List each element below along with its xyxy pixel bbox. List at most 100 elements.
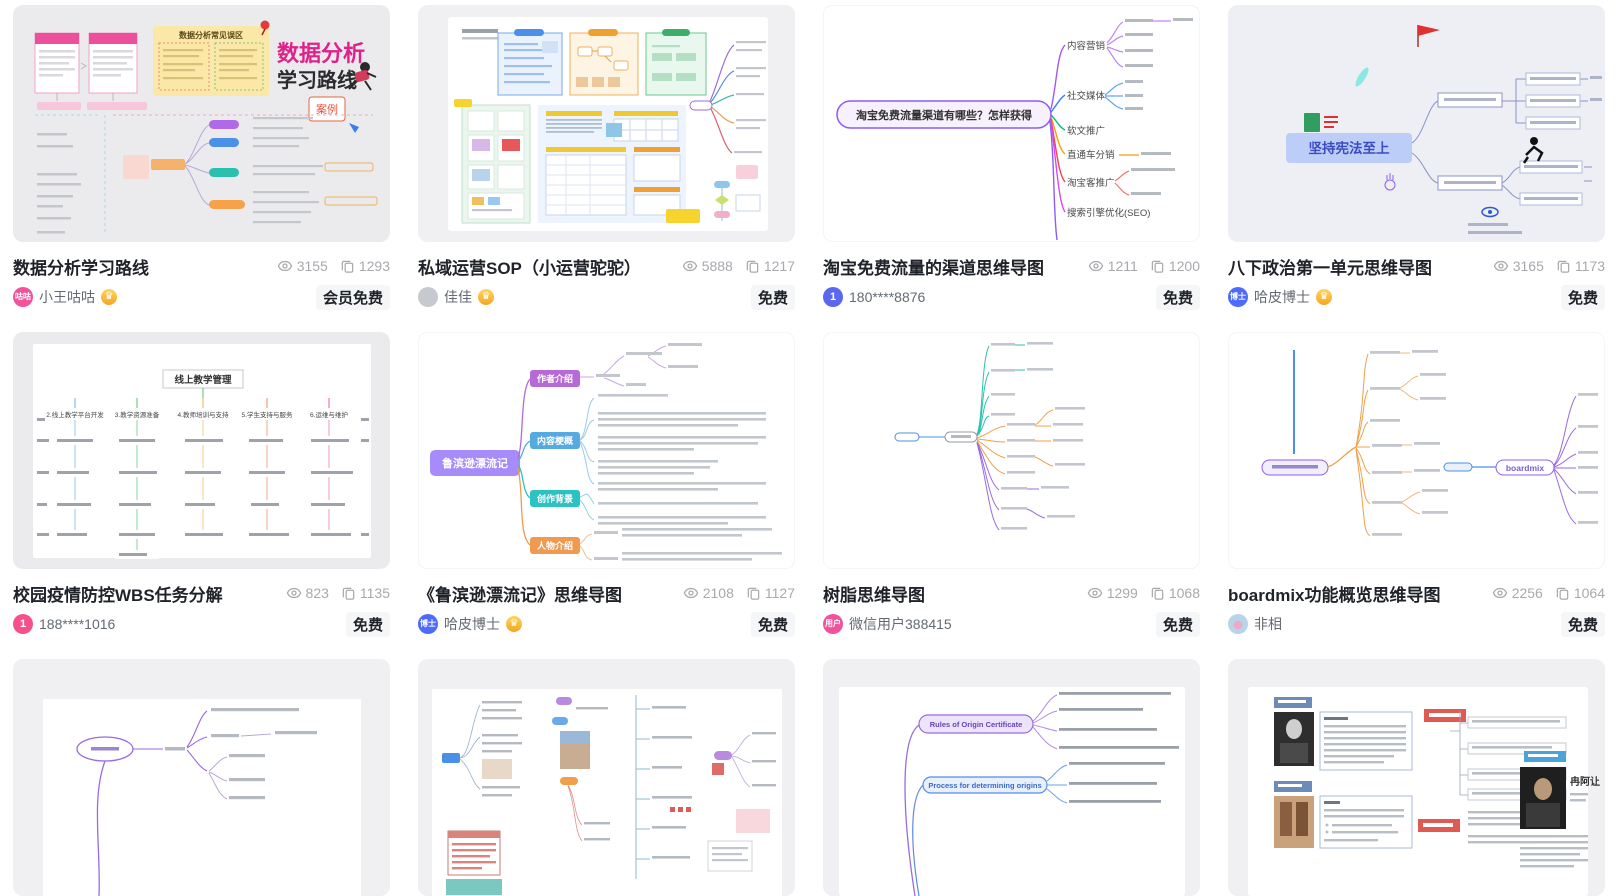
- avatar[interactable]: 咕咕: [13, 287, 33, 307]
- avatar[interactable]: [418, 287, 438, 307]
- template-card[interactable]: 私域运营SOP（小运营驼驼） 5888 1217 佳佳 ♛ 免费: [418, 5, 795, 310]
- template-card[interactable]: [418, 659, 795, 896]
- template-title[interactable]: 淘宝免费流量的渠道思维导图: [823, 258, 1044, 278]
- views-count: 823: [305, 585, 329, 601]
- views-icon: [682, 258, 698, 274]
- thumb-col: 2.线上教学平台开发: [46, 410, 104, 419]
- avatar-text: 博士: [1230, 292, 1246, 301]
- template-title[interactable]: 树脂思维导图: [823, 585, 925, 605]
- template-card[interactable]: 淘宝免费流量渠道有哪些？怎样获得 内容营销 社交媒体 软文推广 直通车分销 淘宝…: [823, 5, 1200, 310]
- views-count: 1211: [1107, 258, 1138, 274]
- views-count: 5888: [701, 258, 733, 274]
- uses-count: 1200: [1168, 258, 1200, 274]
- template-card[interactable]: Rules of Origin Certificate Process for …: [823, 659, 1200, 896]
- thumb-node: Process for determining origins: [928, 781, 1041, 790]
- avatar[interactable]: 用户: [823, 614, 843, 634]
- uses-count: 1217: [763, 258, 795, 274]
- template-card[interactable]: boardmix boardmix功能概览思维导图 2256 1064 非相 ♛…: [1228, 332, 1605, 637]
- thumb-branch: 直通车分销: [1067, 149, 1115, 161]
- author-name[interactable]: 188****1016: [39, 616, 116, 632]
- template-thumbnail[interactable]: 淘宝免费流量渠道有哪些？怎样获得 内容营销 社交媒体 软文推广 直通车分销 淘宝…: [823, 5, 1200, 242]
- template-title[interactable]: 私域运营SOP（小运营驼驼）: [418, 258, 641, 278]
- avatar[interactable]: 1: [823, 287, 843, 307]
- uses-count: 1127: [764, 585, 795, 601]
- thumb-root-topic: 线上教学管理: [174, 374, 232, 386]
- thumb-character-name: 冉阿让: [1570, 775, 1600, 788]
- author-name[interactable]: 非相: [1254, 616, 1282, 632]
- thumb-branch: 社交媒体: [1067, 90, 1106, 102]
- template-card[interactable]: 鲁滨逊漂流记 作者介绍 内容梗概 创作背景 人物介绍: [418, 332, 795, 637]
- author-name[interactable]: 哈皮博士: [444, 616, 500, 632]
- avatar[interactable]: 博士: [418, 614, 438, 634]
- price-badge: 免费: [345, 611, 390, 637]
- uses-icon: [341, 586, 356, 601]
- template-thumbnail[interactable]: 坚持宪法至上: [1228, 5, 1605, 242]
- template-thumbnail[interactable]: [13, 659, 390, 896]
- template-stats: 3165 1173: [1493, 258, 1605, 274]
- template-card[interactable]: 坚持宪法至上: [1228, 5, 1605, 310]
- template-title[interactable]: boardmix功能概览思维导图: [1228, 585, 1441, 605]
- thumbnail-art: [823, 332, 1200, 569]
- thumb-branch: 内容营销: [1067, 40, 1106, 52]
- avatar-text: 1: [19, 618, 27, 630]
- template-thumbnail[interactable]: 冉阿让: [1228, 659, 1605, 896]
- author-name[interactable]: 哈皮博士: [1254, 289, 1310, 305]
- template-thumbnail[interactable]: 鲁滨逊漂流记 作者介绍 内容梗概 创作背景 人物介绍: [418, 332, 795, 569]
- template-card[interactable]: 冉阿让: [1228, 659, 1605, 896]
- thumbnail-art: 坚持宪法至上: [1228, 5, 1605, 242]
- template-thumbnail[interactable]: [823, 332, 1200, 569]
- price-badge: 免费: [750, 284, 795, 310]
- author-name[interactable]: 180****8876: [849, 289, 926, 305]
- template-title[interactable]: 数据分析学习路线: [13, 258, 149, 278]
- thumb-branch: 人物介绍: [536, 540, 573, 551]
- uses-count: 1293: [358, 258, 390, 274]
- author-name[interactable]: 佳佳: [444, 289, 472, 305]
- uses-count: 1064: [1573, 585, 1605, 601]
- template-thumbnail[interactable]: Rules of Origin Certificate Process for …: [823, 659, 1200, 896]
- thumb-center-topic: 坚持宪法至上: [1309, 140, 1390, 156]
- views-icon: [286, 585, 302, 601]
- template-stats: 1299 1068: [1087, 585, 1200, 601]
- avatar[interactable]: 博士: [1228, 287, 1248, 307]
- template-stats: 823 1135: [286, 585, 390, 601]
- uses-icon: [1150, 586, 1165, 601]
- template-card[interactable]: 线上教学管理 2.线上教学平台开发 3.教学资源准备 4.教师培训与支持 5.学…: [13, 332, 390, 637]
- template-card[interactable]: 树脂思维导图 1299 1068 用户 微信用户388415 ♛ 免费: [823, 332, 1200, 637]
- template-stats: 1211 1200: [1088, 258, 1200, 274]
- template-thumbnail[interactable]: boardmix: [1228, 332, 1605, 569]
- template-thumbnail[interactable]: [418, 5, 795, 242]
- views-icon: [1088, 258, 1104, 274]
- template-title[interactable]: 校园疫情防控WBS任务分解: [13, 585, 223, 605]
- thumb-center-topic: 鲁滨逊漂流记: [442, 456, 508, 470]
- template-thumbnail[interactable]: [418, 659, 795, 896]
- price-badge: 免费: [1560, 284, 1605, 310]
- template-title[interactable]: 八下政治第一单元思维导图: [1228, 258, 1432, 278]
- author-name[interactable]: 小王咕咕: [39, 289, 95, 305]
- template-thumbnail[interactable]: 线上教学管理 2.线上教学平台开发 3.教学资源准备 4.教师培训与支持 5.学…: [13, 332, 390, 569]
- template-card[interactable]: [13, 659, 390, 896]
- thumb-branch: 内容梗概: [537, 435, 573, 446]
- template-title[interactable]: 《鲁滨逊漂流记》思维导图: [418, 585, 622, 605]
- author-name[interactable]: 微信用户388415: [849, 616, 952, 632]
- views-count: 1299: [1106, 585, 1138, 601]
- views-icon: [683, 585, 699, 601]
- template-thumbnail[interactable]: 数据分析常见误区 数据分析 学习路线 案例: [13, 5, 390, 242]
- template-stats: 5888 1217: [682, 258, 795, 274]
- avatar[interactable]: [1228, 614, 1248, 634]
- note-title: 数据分析常见误区: [179, 30, 243, 40]
- views-icon: [1087, 585, 1103, 601]
- avatar-text: 咕咕: [15, 292, 31, 301]
- avatar-text: 用户: [825, 619, 841, 628]
- avatar[interactable]: 1: [13, 614, 33, 634]
- template-card[interactable]: 数据分析常见误区 数据分析 学习路线 案例: [13, 5, 390, 310]
- uses-icon: [1150, 259, 1165, 274]
- views-count: 3155: [296, 258, 328, 274]
- thumb-tag: 案例: [316, 102, 338, 116]
- vip-crown-icon: ♛: [478, 289, 494, 305]
- price-badge: 免费: [750, 611, 795, 637]
- thumbnail-art: [418, 5, 795, 242]
- views-icon: [277, 258, 293, 274]
- uses-icon: [1556, 259, 1571, 274]
- thumbnail-art: 淘宝免费流量渠道有哪些？怎样获得 内容营销 社交媒体 软文推广 直通车分销 淘宝…: [823, 5, 1200, 242]
